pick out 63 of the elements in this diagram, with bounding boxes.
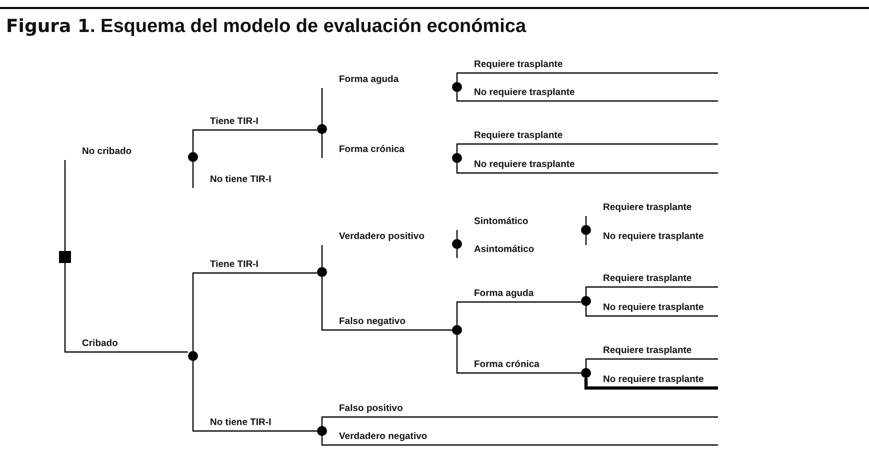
branch-line (456, 163, 718, 174)
chance-node (188, 152, 198, 162)
branch-line (585, 235, 587, 245)
chance-node (317, 426, 327, 436)
branch-label: No requiere trasplante (603, 303, 704, 314)
branch-line (321, 416, 718, 426)
branch-label: Cribado (82, 339, 118, 350)
branch-label: No cribado (82, 147, 132, 158)
branch-label: No requiere trasplante (474, 88, 575, 99)
branch-line (192, 272, 317, 351)
branch-label: No tiene TIR-I (210, 418, 272, 429)
branch-line (321, 436, 718, 446)
branch-line (585, 286, 718, 296)
chance-node (452, 153, 462, 163)
branch-line (585, 358, 718, 368)
branch-line (321, 277, 452, 331)
branch-label: Requiere trasplante (474, 60, 563, 71)
branch-label: Requiere trasplante (603, 203, 692, 214)
branch-label: Requiere trasplante (474, 131, 563, 142)
chance-node (452, 82, 462, 92)
chance-node (317, 124, 327, 134)
branch-label: Asintomático (474, 245, 534, 256)
branch-label: No requiere trasplante (474, 160, 575, 171)
chance-node (581, 368, 591, 378)
branch-line (192, 162, 194, 188)
branch-label: Falso positivo (339, 404, 403, 415)
chance-node (452, 239, 462, 249)
chance-node (317, 267, 327, 277)
branch-label: Falso negativo (339, 317, 406, 328)
branch-line (64, 160, 66, 251)
branch-line (456, 143, 718, 153)
figure-title: Figura 1. Esquema del modelo de evaluación económica (6, 16, 526, 38)
branch-line (64, 263, 188, 353)
branch-label: Sintomático (474, 217, 528, 228)
branch-label: Tiene TIR-I (210, 117, 258, 128)
chance-node (581, 225, 591, 235)
branch-line (321, 134, 323, 158)
branch-label: Forma aguda (474, 289, 534, 300)
chance-node (452, 325, 462, 335)
branch-line (321, 245, 323, 267)
decision-node (59, 251, 71, 263)
branch-line (192, 361, 317, 432)
branch-line (585, 306, 718, 317)
branch-line (192, 129, 317, 152)
branch-label: Requiere trasplante (603, 274, 692, 285)
branch-label: Forma crónica (339, 145, 404, 156)
chance-node (188, 351, 198, 361)
branch-label: Requiere trasplante (603, 346, 692, 357)
branch-line (321, 88, 323, 124)
branch-label: Forma aguda (339, 75, 399, 86)
branch-line (584, 378, 718, 390)
branch-label: Verdadero positivo (339, 232, 425, 243)
branch-label: Forma crónica (474, 360, 540, 371)
branch-label: Tiene TIR-I (210, 260, 258, 271)
branch-label: No requiere trasplante (603, 232, 704, 243)
branch-line (456, 301, 581, 325)
branch-line (456, 72, 718, 82)
branch-line (456, 92, 718, 102)
branch-label: No requiere trasplante (603, 375, 704, 386)
chance-node (581, 296, 591, 306)
branch-label: Verdadero negativo (339, 432, 428, 443)
branch-label: No tiene TIR-I (210, 175, 272, 186)
branch-line (456, 335, 581, 374)
